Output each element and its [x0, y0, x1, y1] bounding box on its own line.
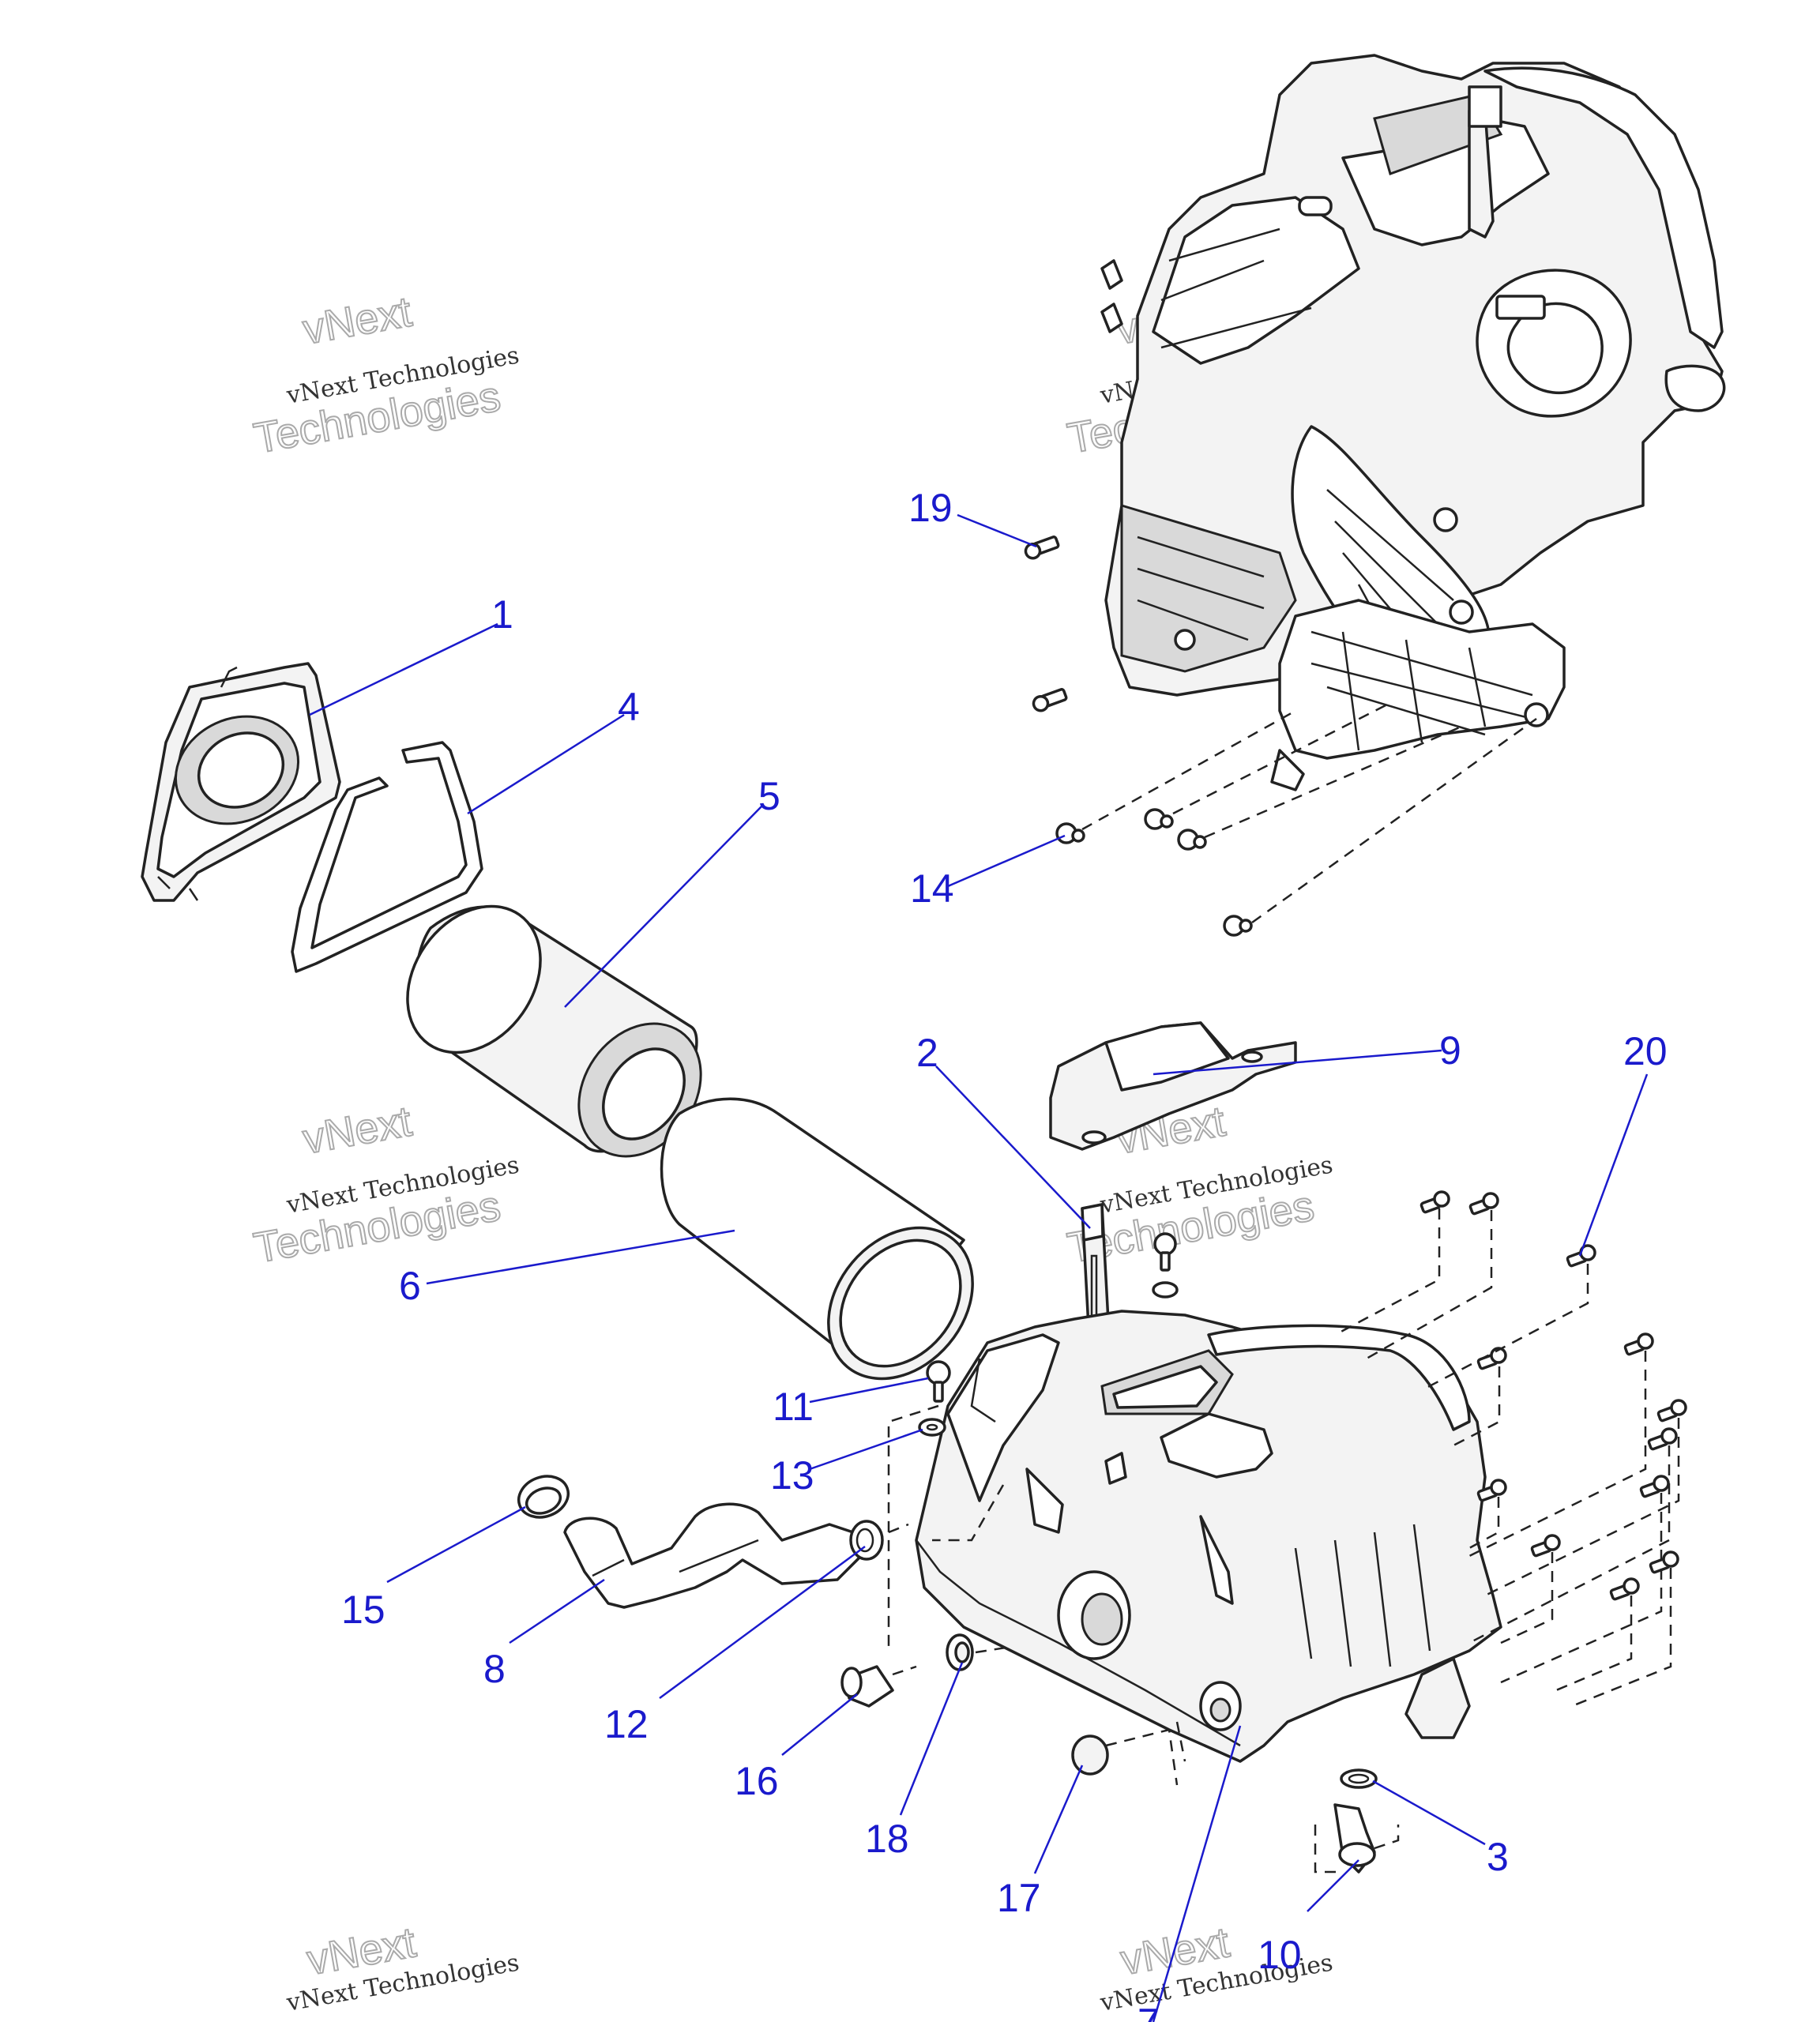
leader-14	[947, 834, 1066, 888]
watermark-vnext: vNext	[299, 1098, 415, 1163]
leader-11	[809, 1377, 929, 1404]
callout-18: 18	[865, 1817, 909, 1861]
callout-9: 9	[1439, 1028, 1461, 1073]
watermark-mid-left: vNext vNext Technologies Technologies	[250, 1097, 521, 1273]
screw-20-e	[1623, 1332, 1654, 1356]
leader-4	[467, 713, 625, 815]
callout-6: 6	[399, 1264, 421, 1308]
screw-20-d	[1476, 1347, 1507, 1370]
upper-airbox-housing	[1100, 54, 1726, 791]
callout-12: 12	[604, 1702, 649, 1746]
leader-lines	[309, 513, 1649, 2022]
leader-17	[1033, 1765, 1084, 1874]
callout-13: 13	[770, 1453, 814, 1498]
callout-2: 2	[916, 1031, 938, 1075]
part-20-screws	[1334, 1190, 1687, 1708]
leader-6	[426, 1229, 735, 1285]
lower-airbox-base	[915, 1310, 1502, 1763]
screw-20-j	[1530, 1534, 1561, 1558]
leader-10	[1307, 1859, 1359, 1912]
part-4-gasket	[291, 741, 483, 973]
bolt-near-strap	[1152, 1232, 1179, 1299]
callout-5: 5	[758, 774, 780, 818]
part-10-drain-valve	[1314, 1803, 1400, 1874]
screw-19-top	[1024, 536, 1060, 560]
callout-11: 11	[773, 1385, 814, 1429]
callout-14: 14	[910, 866, 954, 911]
callout-10: 10	[1258, 1933, 1302, 1977]
screw-20-k	[1649, 1550, 1679, 1574]
part-1-intake-cover	[141, 662, 341, 902]
leader-12	[659, 1545, 866, 1700]
part-13-washer	[918, 1418, 946, 1437]
part-8-drain-hose	[563, 1502, 863, 1609]
nut-14-a	[1055, 822, 1085, 844]
nut-14-b	[1144, 808, 1174, 830]
screw-20-b	[1468, 1192, 1499, 1216]
leader-20	[1578, 1073, 1649, 1257]
leader-9	[1153, 1049, 1442, 1076]
callout-8: 8	[483, 1647, 506, 1691]
part-15-clamp	[517, 1475, 570, 1519]
callout-15: 15	[341, 1588, 385, 1632]
part-11-bolt	[926, 1360, 951, 1403]
part-18-grommet	[946, 1633, 1012, 1671]
callout-16: 16	[735, 1759, 779, 1803]
callout-17: 17	[997, 1876, 1041, 1920]
part-12-clamp	[849, 1520, 884, 1561]
screw-20-l	[1609, 1577, 1640, 1601]
nut-14-d	[1223, 915, 1253, 937]
leader-8	[509, 1578, 605, 1644]
part-9-heat-shield	[1049, 1021, 1297, 1151]
callout-labels: 1 2 3 4 5 6 7 8 9 10 11 12 13 14 15 16 1…	[341, 486, 1668, 2022]
leader-3	[1372, 1780, 1486, 1846]
screw-20-f	[1656, 1399, 1687, 1423]
watermark-vnext: vNext	[299, 288, 415, 354]
leader-18	[899, 1662, 964, 1816]
leader-15	[386, 1505, 526, 1584]
screw-20-i	[1476, 1479, 1507, 1502]
callout-19: 19	[908, 486, 953, 530]
watermark-bottom-left: vNext vNext Technologies	[284, 1918, 521, 2017]
callout-3: 3	[1487, 1835, 1509, 1879]
nut-14-c	[1177, 829, 1207, 851]
screw-20-a	[1420, 1190, 1450, 1214]
part-6-prefilter-sleeve	[660, 1097, 974, 1381]
callout-1: 1	[491, 592, 513, 637]
screw-19-lower	[1032, 688, 1068, 712]
part-16-valve	[840, 1665, 917, 1708]
leader-1	[309, 622, 498, 716]
leader-16	[781, 1693, 858, 1756]
part-3-o-ring	[1340, 1768, 1378, 1789]
leader-2	[935, 1065, 1091, 1229]
leader-7	[1152, 1725, 1242, 2022]
screw-20-h	[1639, 1475, 1670, 1498]
callout-20: 20	[1623, 1029, 1668, 1073]
callout-4: 4	[618, 685, 640, 729]
screw-20-c	[1566, 1244, 1596, 1268]
watermark-top-left: vNext vNext Technologies Technologies	[250, 288, 521, 464]
leader-13	[809, 1428, 923, 1471]
leader-5	[564, 805, 763, 1008]
dashed-11-line	[887, 1404, 1005, 1651]
screw-20-g	[1647, 1427, 1678, 1451]
leader-19	[957, 513, 1037, 548]
part-5-air-filter	[406, 904, 702, 1158]
part-17-plug	[1071, 1721, 1186, 1786]
callout-7: 7	[1138, 2001, 1160, 2022]
